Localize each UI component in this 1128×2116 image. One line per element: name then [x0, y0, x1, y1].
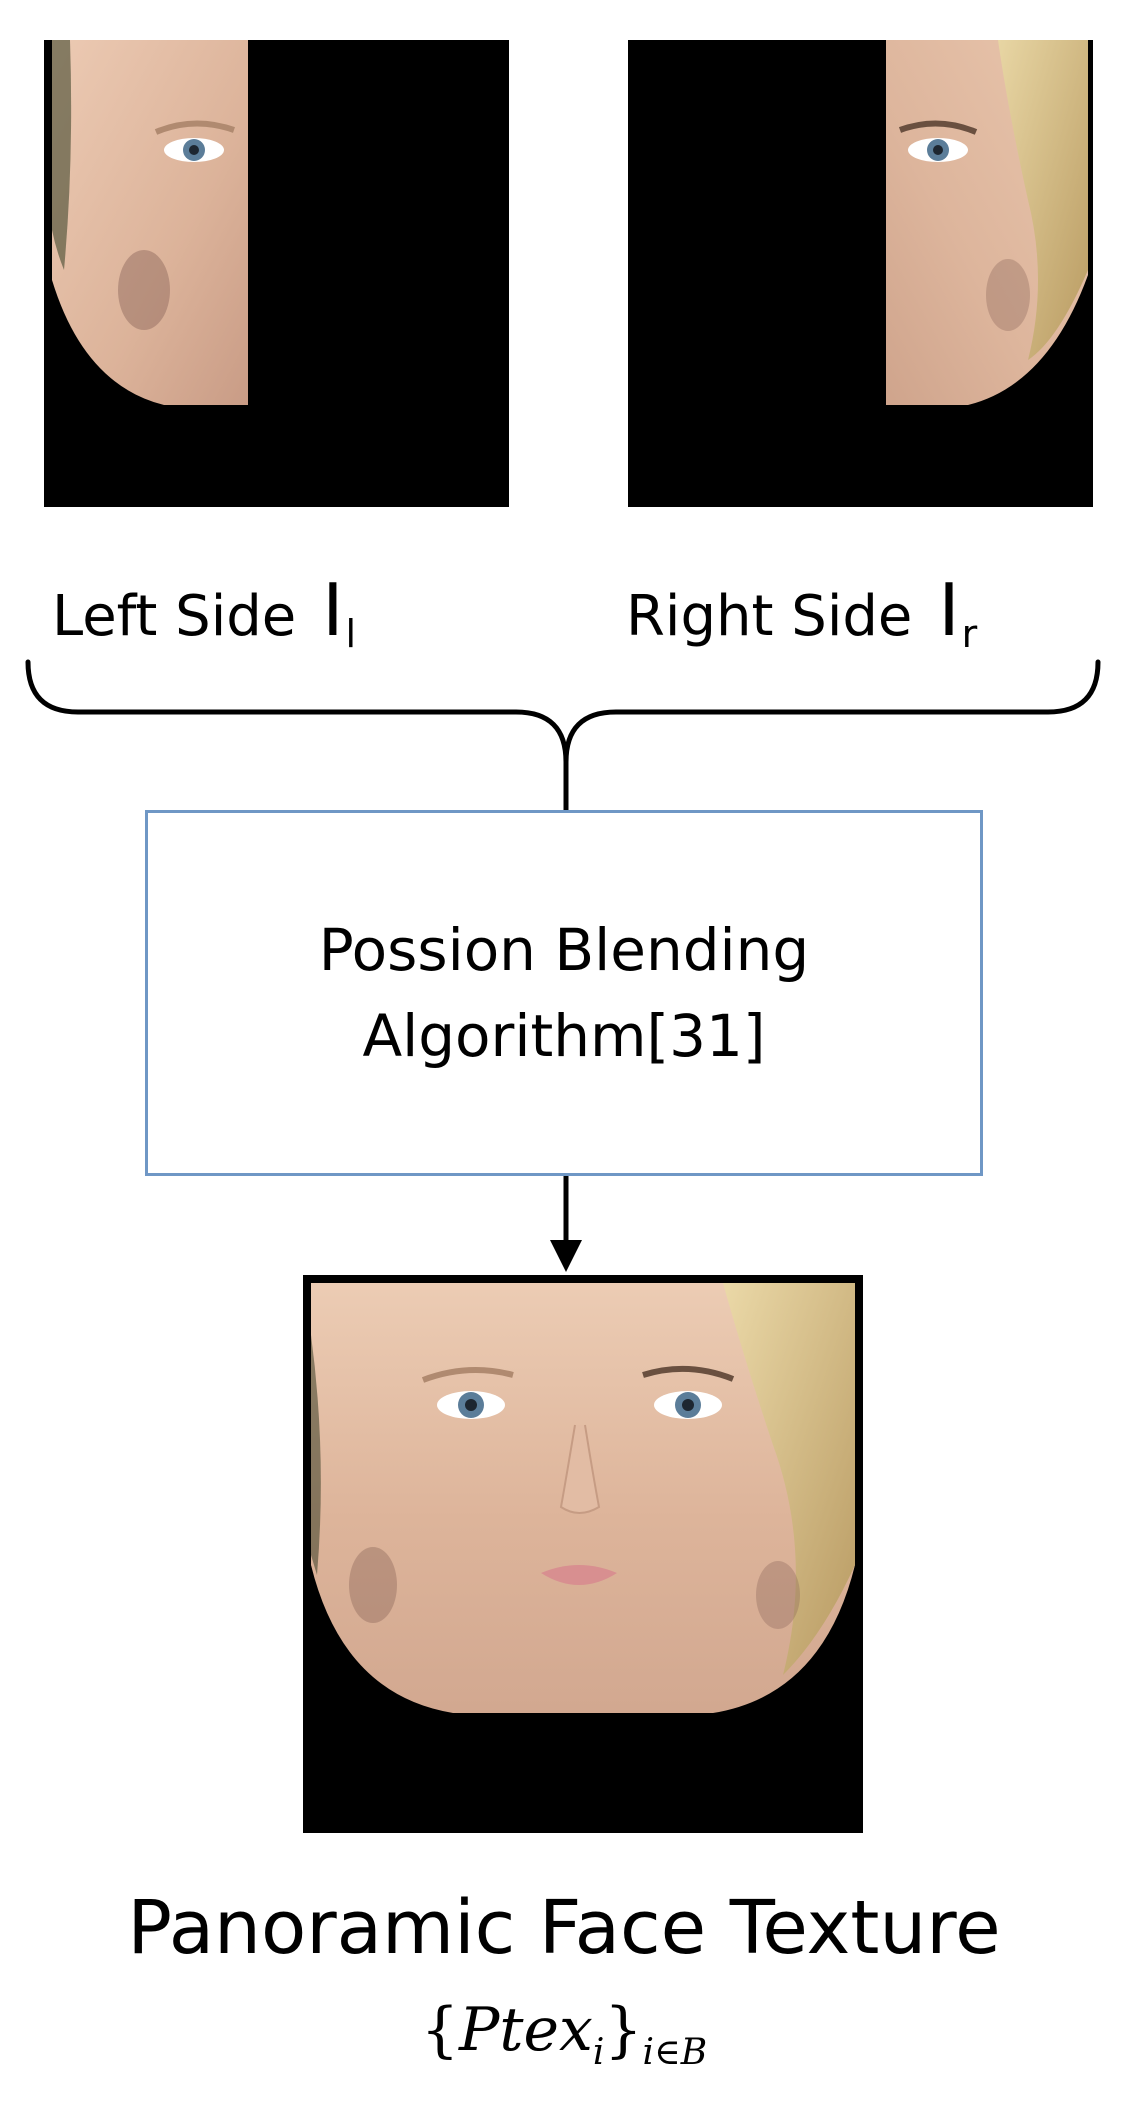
right-side-text: Right Side	[626, 584, 913, 649]
set-open-brace: {	[420, 1995, 460, 2065]
right-cheek-shadow	[986, 259, 1030, 331]
left-side-face-graphic	[52, 40, 248, 405]
left-side-symbol: I	[322, 568, 344, 652]
panoramic-nose	[559, 1424, 601, 1514]
right-side-symbol-subscript: r	[961, 612, 978, 656]
blending-algorithm-box: Possion Blending Algorithm[31]	[145, 810, 983, 1176]
right-face-hair	[998, 40, 1088, 360]
algorithm-title-line1: Possion Blending	[318, 916, 810, 984]
output-title: Panoramic Face Texture	[127, 1885, 1001, 1971]
left-side-face-image	[44, 40, 509, 507]
set-subscript: i∈B	[642, 2032, 708, 2073]
right-side-face-image	[628, 40, 1093, 507]
panoramic-face-image	[303, 1275, 863, 1833]
right-side-label: Right Side Ir	[626, 570, 977, 674]
merge-brace	[25, 659, 1101, 765]
output-arrow-head-icon	[550, 1240, 582, 1272]
left-face-skin	[52, 40, 248, 405]
output-set-notation: {Ptexi}i∈B	[0, 1990, 1128, 2093]
left-side-label: Left Side Il	[52, 570, 356, 674]
right-side-symbol: I	[938, 568, 960, 652]
set-body-index: i	[592, 2032, 605, 2073]
panoramic-right-cheek-shadow	[756, 1561, 800, 1629]
left-face-hair-edge	[52, 40, 72, 270]
panoramic-face-hair	[723, 1283, 855, 1675]
algorithm-title-line2: Algorithm[31]	[362, 1002, 766, 1070]
left-side-symbol-subscript: l	[345, 612, 357, 656]
set-body: Ptex	[459, 1995, 593, 2065]
right-side-face-graphic	[886, 40, 1088, 405]
set-close-brace: }	[604, 1995, 643, 2065]
panoramic-mouth	[541, 1565, 617, 1585]
left-side-text: Left Side	[52, 584, 297, 649]
left-cheek-shadow	[118, 250, 170, 330]
panoramic-left-cheek-shadow	[349, 1547, 397, 1623]
panoramic-face-graphic	[311, 1283, 855, 1713]
